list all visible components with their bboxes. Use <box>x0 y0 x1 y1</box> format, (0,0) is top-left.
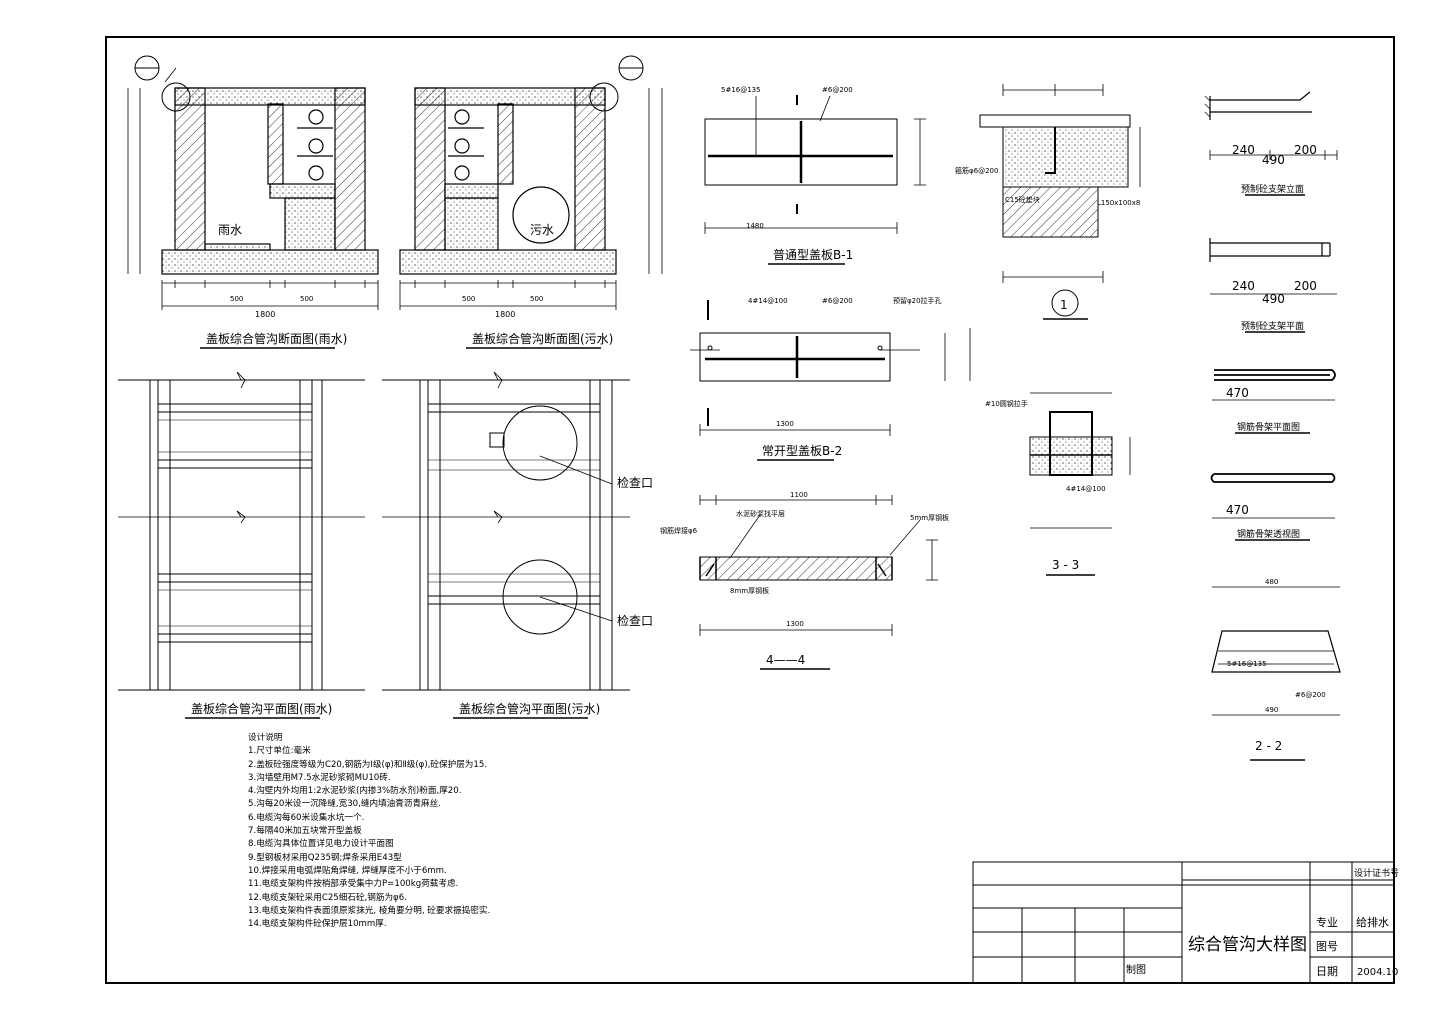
notes-title: 设计说明 <box>248 733 283 743</box>
note-4: 4.沟壁内外均用1:2水泥砂浆(内掺3%防水剂)粉面,厚20. <box>248 786 462 797</box>
dim-240-b: 240 <box>1232 279 1255 293</box>
label-sewage: 污水 <box>530 223 554 237</box>
plan-rain-drawing <box>118 371 365 691</box>
drawing-border <box>105 36 1395 984</box>
label-ribs: 箍筋φ6@200 <box>955 166 998 175</box>
drawing-title: 综合管沟大样图 <box>1188 935 1307 955</box>
date-value: 2004.10 <box>1357 967 1398 978</box>
title-detail-1: 1 <box>1060 298 1068 312</box>
major-value: 给排水 <box>1356 915 1389 929</box>
drawn-label: 制图 <box>1126 963 1146 976</box>
title-plan-sewage: 盖板综合管沟平面图(污水) <box>459 701 600 716</box>
dim-1800-b: 1800 <box>495 310 515 319</box>
slab-b1-drawing <box>704 95 926 234</box>
dim-1800-a: 1800 <box>255 310 275 319</box>
dim-240-a: 240 <box>1232 143 1255 157</box>
plan-sewage-drawing <box>382 371 630 691</box>
dim-500-c: 500 <box>462 295 475 303</box>
title-section-sewage: 盖板综合管沟断面图(污水) <box>472 331 613 346</box>
drawing-texts: 盖板综合管沟断面图(雨水) 盖板综合管沟断面图(污水) 盖板综合管沟平面图(雨水… <box>185 86 1399 978</box>
label-rebar-6-200b: #6@200 <box>822 297 853 305</box>
label-inspection-1: 检查口 <box>617 475 653 490</box>
dim-470-b: 470 <box>1226 503 1249 517</box>
note-5: 5.沟每20米设一沉降缝,宽30,缝内填油膏沥青麻丝. <box>248 799 441 810</box>
note-9: 9.型钢板材采用Q235钢;焊条采用E43型 <box>248 852 402 863</box>
label-33-rebar: 4#14@100 <box>1066 485 1106 493</box>
label-c15: C15砼垫块 <box>1005 195 1040 204</box>
label-hole: 预留φ20拉手孔 <box>893 296 942 305</box>
note-6: 6.电缆沟每60米设集水坑一个. <box>248 812 365 823</box>
cert-label: 设计证书号 <box>1354 867 1399 879</box>
detail-1-drawing <box>979 84 1141 320</box>
note-8: 8.电缆沟具体位置详见电力设计平面图 <box>248 839 394 850</box>
dim-1300-b: 1300 <box>786 620 804 628</box>
section-sewage-drawing <box>399 55 663 310</box>
date-label: 日期 <box>1316 965 1338 978</box>
section-33-drawing <box>1029 392 1131 576</box>
title-steel-persp: 钢筋骨架透视图 <box>1237 528 1300 540</box>
dim-200-b: 200 <box>1294 279 1317 293</box>
major-label: 专业 <box>1316 915 1338 929</box>
label-rebar-5-16: 5#16@135 <box>721 86 761 94</box>
dim-200-a: 200 <box>1294 143 1317 157</box>
title-sec-44: 4——4 <box>766 653 805 667</box>
note-13: 13.电缆支架构件表面须原浆抹光, 棱角要分明, 砼要求振捣密实. <box>248 905 491 916</box>
title-section-rain: 盖板综合管沟断面图(雨水) <box>206 331 347 346</box>
note-7: 7.每隔40米加五块常开型盖板 <box>248 826 362 837</box>
title-slab-b1: 普通型盖板B-1 <box>773 248 853 262</box>
dim-500-d: 500 <box>530 295 543 303</box>
note-1: 1.尺寸单位:毫米 <box>248 746 311 757</box>
label-handle: #10圆钢拉手 <box>985 399 1028 408</box>
label-weld: 钢筋焊接φ6 <box>660 526 698 535</box>
dim-470-a: 470 <box>1226 386 1249 400</box>
title-plan-rain: 盖板综合管沟平面图(雨水) <box>191 701 332 716</box>
dim-500-a: 500 <box>230 295 243 303</box>
note-11: 11.电缆支架构件按梢部承受集中力P=100kg荷载考虑. <box>248 879 459 890</box>
dim-490-c: 490 <box>1265 706 1278 714</box>
section-44-drawing <box>699 495 938 636</box>
title-bracket-plan: 预制砼支架平面 <box>1241 320 1304 332</box>
label-mortar: 水泥砂浆找平层 <box>736 509 785 518</box>
dim-490-a: 490 <box>1262 153 1285 167</box>
label-22-rebar: 5#16@135 <box>1227 660 1267 668</box>
drawing-no-label: 图号 <box>1316 940 1338 953</box>
note-3: 3.沟墙壁用M7.5水泥砂浆砌MU10砖. <box>248 772 391 783</box>
dim-1100: 1100 <box>790 491 808 499</box>
title-steel-plan: 钢筋骨架平面图 <box>1237 421 1300 433</box>
dim-1480: 1480 <box>746 222 764 230</box>
note-10: 10.焊接采用电弧焊贴角焊缝, 焊缝厚度不小于6mm. <box>248 865 447 876</box>
slab-b2-drawing <box>690 300 971 436</box>
label-steel8: 8mm厚钢板 <box>730 586 769 595</box>
label-22-stirrup: #6@200 <box>1295 691 1326 699</box>
section-rain-drawing <box>127 55 379 310</box>
note-2: 2.盖板砼强度等级为C20,钢筋为Ⅰ级(φ)和Ⅱ级(φ),砼保护层为15. <box>248 759 488 770</box>
dim-500-b: 500 <box>300 295 313 303</box>
note-14: 14.电缆支架构件砼保护层10mm厚. <box>248 919 387 930</box>
title-bracket-elev: 预制砼支架立面 <box>1241 183 1304 195</box>
label-rain: 雨水 <box>218 223 242 237</box>
label-angle: L150x100x8 <box>1097 199 1140 207</box>
bracket-drawings <box>1204 91 1341 761</box>
dim-1300-a: 1300 <box>776 420 794 428</box>
label-rebar-6-200: #6@200 <box>822 86 853 94</box>
title-slab-b2: 常开型盖板B-2 <box>762 444 842 458</box>
label-steel5: 5mm厚钢板 <box>910 513 949 522</box>
title-block-frame <box>972 861 1395 984</box>
dim-480: 480 <box>1265 578 1278 586</box>
design-notes: 设计说明 1.尺寸单位:毫米 2.盖板砼强度等级为C20,钢筋为Ⅰ级(φ)和Ⅱ级… <box>248 732 578 931</box>
title-sec-33: 3 - 3 <box>1052 558 1079 572</box>
title-sec-22: 2 - 2 <box>1255 739 1282 753</box>
dim-490-b: 490 <box>1262 292 1285 306</box>
label-rebar-4-14: 4#14@100 <box>748 297 788 305</box>
note-12: 12.电缆支架砼采用C25细石砼,钢筋为φ6. <box>248 892 407 903</box>
label-inspection-2: 检查口 <box>617 613 653 628</box>
